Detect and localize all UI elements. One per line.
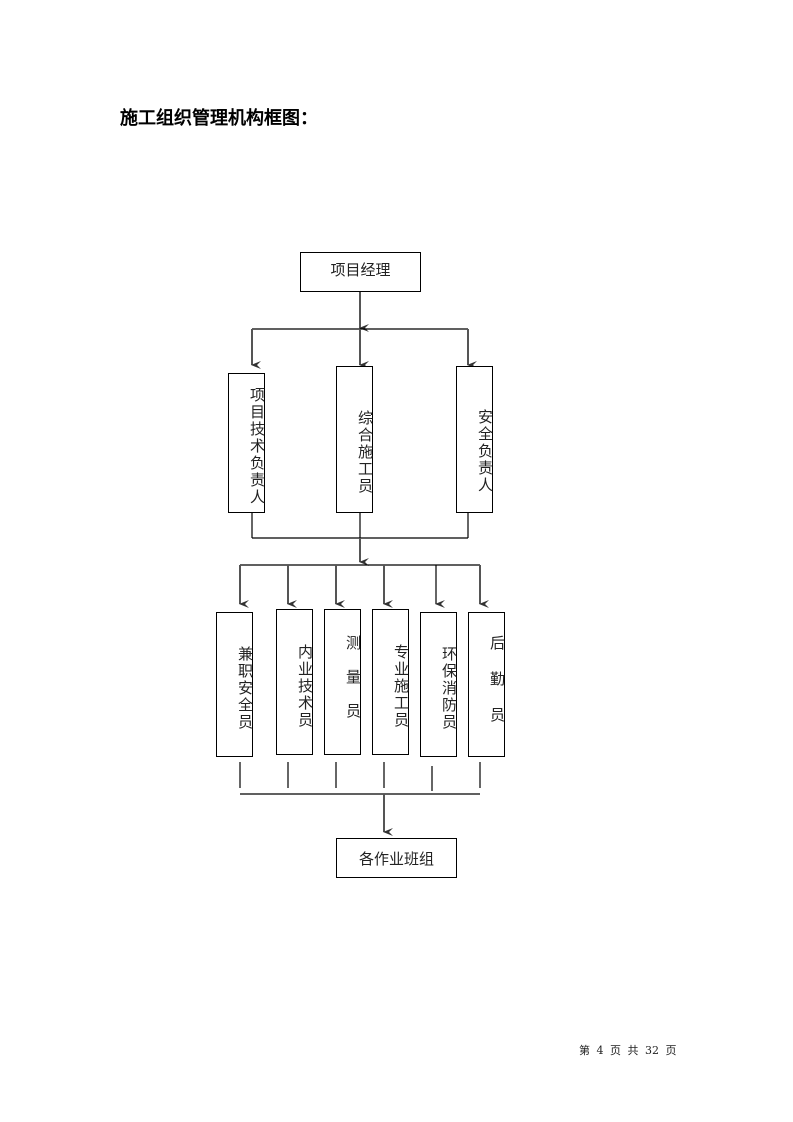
node-label: 测量员 [344, 635, 362, 737]
node-surveyor: 测量员 [324, 609, 362, 755]
page-footer: 第 4 页 共 32 页 [579, 1044, 677, 1057]
node-project-manager: 项目经理 [300, 252, 421, 292]
node-label: 兼职安全员 [236, 646, 254, 731]
node-internal-technician: 内业技术员 [276, 609, 314, 755]
node-label: 综合施工员 [356, 410, 374, 495]
node-general-constructor: 综合施工员 [336, 366, 374, 513]
node-label: 环保消防员 [440, 646, 458, 731]
node-work-teams: 各作业班组 [336, 838, 457, 878]
node-label: 专业施工员 [392, 643, 410, 729]
node-part-time-safety: 兼职安全员 [216, 612, 254, 757]
node-label: 项目技术负责人 [248, 386, 266, 506]
node-label: 后勤员 [488, 634, 506, 743]
node-label: 安全负责人 [476, 409, 494, 494]
node-label: 项目经理 [330, 261, 391, 279]
node-safety-lead: 安全负责人 [456, 366, 494, 513]
page-title: 施工组织管理机构框图： [120, 108, 318, 129]
node-technical-lead: 项目技术负责人 [228, 373, 266, 513]
node-environment-fire: 环保消防员 [420, 612, 458, 757]
node-logistics: 后勤员 [468, 612, 506, 757]
node-specialty-constructor: 专业施工员 [372, 609, 410, 755]
node-label: 各作业班组 [358, 849, 434, 868]
node-label: 内业技术员 [296, 643, 314, 729]
